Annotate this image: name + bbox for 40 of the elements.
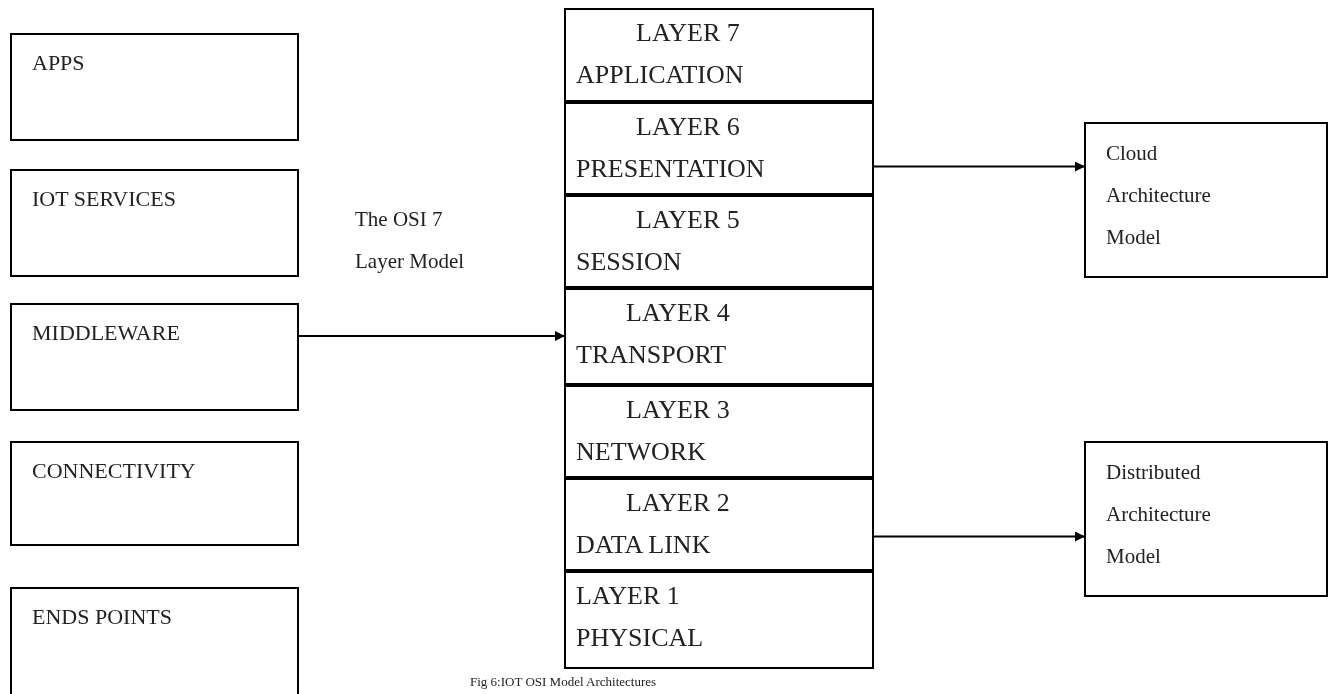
osi-layer-box [564,571,874,669]
layer-name: NETWORK [576,436,706,468]
layer-box [10,33,299,141]
box-label: IOT SERVICES [32,185,177,213]
arrow [873,161,1085,172]
layer-name: PRESENTATION [576,153,765,185]
layer-name: SESSION [576,246,682,278]
caption: Fig 6:IOT OSI Model Architectures [470,674,657,690]
osi-layer-box [564,385,874,478]
edge-label: The OSI 7 Layer Model [355,206,465,275]
osi-layer-box [564,288,874,385]
osi-layer-box [564,102,874,195]
model-box [1084,441,1328,597]
box-label: Distributed Architecture Model [1106,459,1212,570]
box-label: APPS [32,49,86,77]
layer-name: PHYSICAL [576,622,704,654]
model-box [1084,122,1328,278]
layer-name: APPLICATION [576,59,744,91]
osi-layer-box [564,195,874,288]
osi-layer-box [564,8,874,102]
arrow [873,531,1085,542]
layer-box [10,441,299,546]
layer-box [10,303,299,411]
layer-box [10,169,299,277]
box-label: ENDS POINTS [32,603,173,631]
arrow [298,331,565,341]
box-label: CONNECTIVITY [32,457,197,485]
osi-layer-box [564,478,874,571]
layer-number: LAYER 2 [625,487,730,519]
layer-box [10,587,299,694]
layer-number: LAYER 5 [635,204,740,236]
box-label: MIDDLEWARE [32,319,181,347]
layer-number: LAYER 3 [625,394,730,426]
layer-name: DATA LINK [576,529,711,561]
layer-number: LAYER 7 [635,17,740,49]
box-label: Cloud Architecture Model [1106,140,1212,251]
layer-name: TRANSPORT [576,339,727,371]
layer-number: LAYER 1 [576,580,680,612]
layer-number: LAYER 4 [625,297,730,329]
layer-number: LAYER 6 [635,111,740,143]
